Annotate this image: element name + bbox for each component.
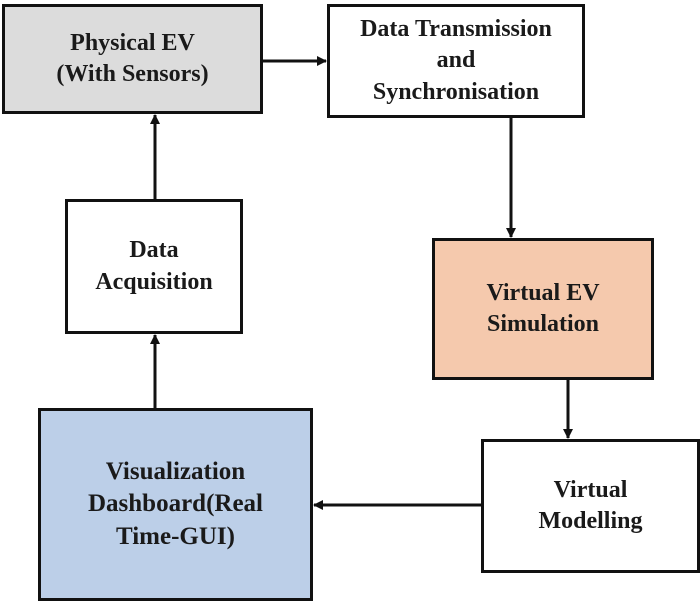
node-physical-ev: Physical EV (With Sensors) (2, 4, 263, 114)
node-virtual-modelling: Virtual Modelling (481, 439, 700, 573)
node-physical-ev-label: Physical EV (With Sensors) (56, 29, 209, 87)
node-virtual-ev-simulation: Virtual EV Simulation (432, 238, 654, 380)
node-data-transmission-label: Data Transmission and Synchronisation (360, 16, 552, 105)
node-virtual-ev-simulation-label: Virtual EV Simulation (486, 279, 600, 337)
node-virtual-modelling-label: Virtual Modelling (538, 476, 643, 534)
node-data-acquisition: Data Acquisition (65, 199, 243, 334)
node-data-acquisition-label: Data Acquisition (95, 237, 213, 295)
node-visualization-dashboard-label: Visualization Dashboard(Real Time-GUI) (87, 457, 263, 550)
node-visualization-dashboard: Visualization Dashboard(Real Time-GUI) (38, 408, 313, 601)
node-data-transmission: Data Transmission and Synchronisation (327, 4, 585, 118)
